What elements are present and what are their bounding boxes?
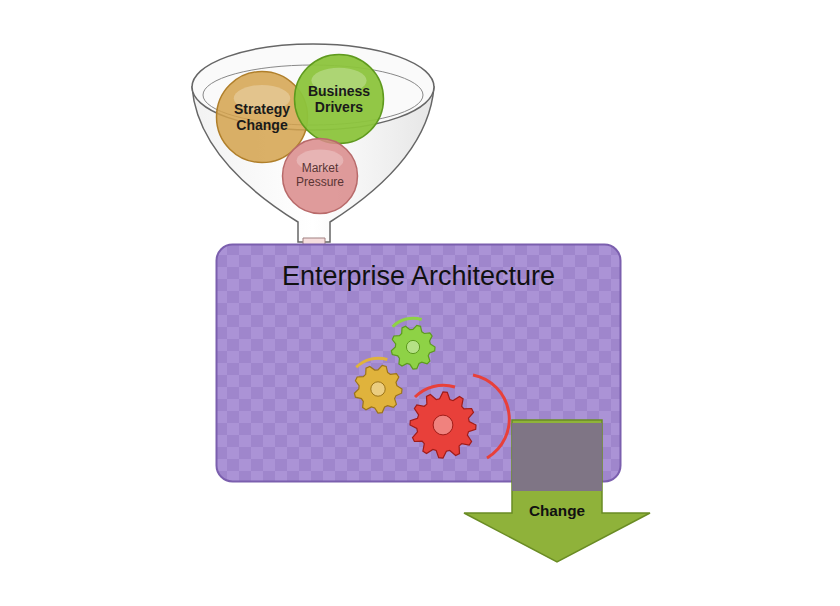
node-label: Enterprise Architecture (215, 261, 622, 292)
node-label: Strategy Change (221, 101, 303, 133)
input-circle: Business Drivers (293, 53, 385, 145)
node-label: Change (512, 502, 602, 520)
node-label: Business Drivers (299, 83, 379, 115)
change-arrow: Change (462, 420, 652, 564)
node-outline (462, 420, 652, 564)
node-label: Market Pressure (285, 162, 355, 190)
input-circle: Market Pressure (281, 137, 359, 215)
